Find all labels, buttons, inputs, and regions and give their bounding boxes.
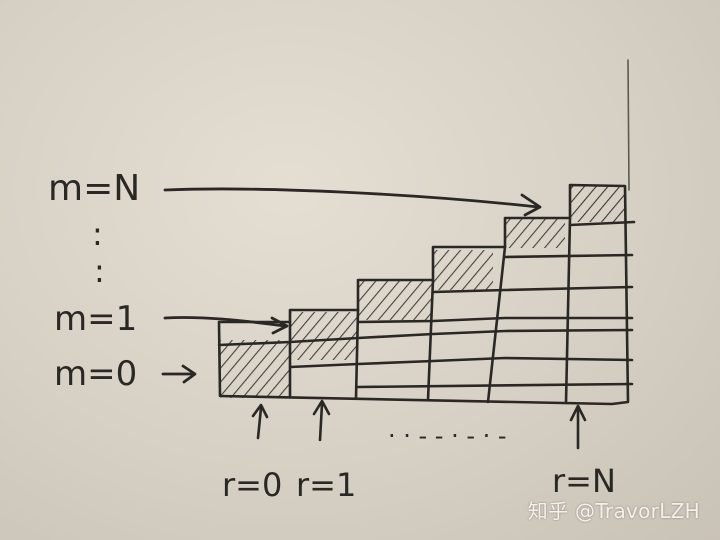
row-line [217,328,634,347]
arrow-r-0 [256,406,263,440]
arrowhead-r-0 [251,403,269,419]
hatch-cell-r1 [290,312,358,360]
label-vertical-dots: : [92,215,103,253]
row-line [568,220,636,227]
arrowhead-m-N [520,193,542,217]
hatched-cells [220,186,625,398]
staircase-outline [217,183,630,406]
label-vertical-dots-2: : [94,252,105,290]
column-line [426,278,435,402]
label-m-0: m=0 [54,354,137,394]
column-line [486,245,507,404]
arrowhead-m-0 [181,364,197,384]
arrow-m-1 [163,316,287,328]
label-m-N: m=N [48,168,140,209]
arrow-m-N [163,187,540,209]
label-r-N: r=N [552,462,616,500]
row-line [431,285,634,294]
m-arrows [161,187,542,384]
label-r-dots: · · - - · - · - [388,422,507,450]
axis-line [627,59,630,191]
arrow-r-1 [318,402,324,442]
column-line [354,308,360,400]
hatch-cell-r0 [220,340,290,398]
arrowhead-r-N [569,404,587,422]
label-r-0: r=0 [222,466,282,504]
r-arrows [251,399,587,450]
label-m-1: m=1 [54,299,137,339]
hatch-cell-r4 [505,218,565,248]
row-line [356,382,634,389]
hatch-cell-r3 [433,250,493,290]
watermark: 知乎 @TravorLZH [527,499,700,523]
column-line [564,216,572,405]
label-r-1: r=1 [296,466,356,504]
hatch-cell-rN [570,186,625,222]
arrowhead-m-1 [270,316,289,335]
hatch-cell-r2 [358,280,433,320]
arrowhead-r-1 [312,399,331,416]
row-line [288,356,634,369]
staircase-grid [217,59,636,406]
